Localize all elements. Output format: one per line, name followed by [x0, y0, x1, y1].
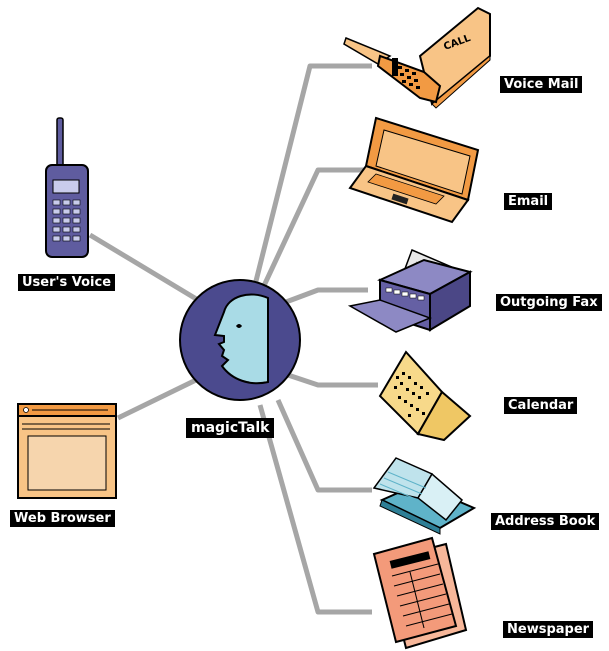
- newspaper-label: Newspaper: [503, 621, 594, 638]
- newspaper-icon: [372, 536, 468, 650]
- laptop-icon: [348, 116, 480, 224]
- users-voice-label: User's Voice: [18, 274, 116, 291]
- hub-label: magicTalk: [186, 418, 275, 438]
- connector-voice-mail: [252, 63, 372, 286]
- web-browser-label: Web Browser: [10, 510, 115, 527]
- magictalk-hub: [179, 279, 301, 401]
- connector-outgoing-fax: [277, 287, 368, 308]
- telephone-call-icon: CALL: [343, 6, 491, 109]
- connector-email: [259, 167, 364, 292]
- address-book-label: Address Book: [491, 513, 600, 530]
- address-book-icon: [372, 457, 477, 535]
- outgoing-fax-label: Outgoing Fax: [496, 294, 602, 311]
- web-browser-window-icon: [17, 403, 117, 499]
- face-eye-icon: [236, 324, 242, 328]
- connector-lines: [88, 63, 378, 615]
- face-profile-icon: [213, 293, 269, 385]
- connector-newspaper: [257, 404, 372, 615]
- connector-address-book: [275, 398, 372, 493]
- desk-calendar-icon: [378, 350, 472, 442]
- voice-mail-label: Voice Mail: [500, 76, 583, 93]
- email-label: Email: [504, 193, 553, 210]
- connector-users-voice: [88, 232, 200, 303]
- cell-phone-icon: [45, 117, 89, 258]
- fax-machine-icon: [347, 249, 473, 333]
- calendar-label: Calendar: [504, 397, 578, 414]
- connector-calendar: [287, 372, 378, 388]
- connector-web-browser: [116, 377, 198, 421]
